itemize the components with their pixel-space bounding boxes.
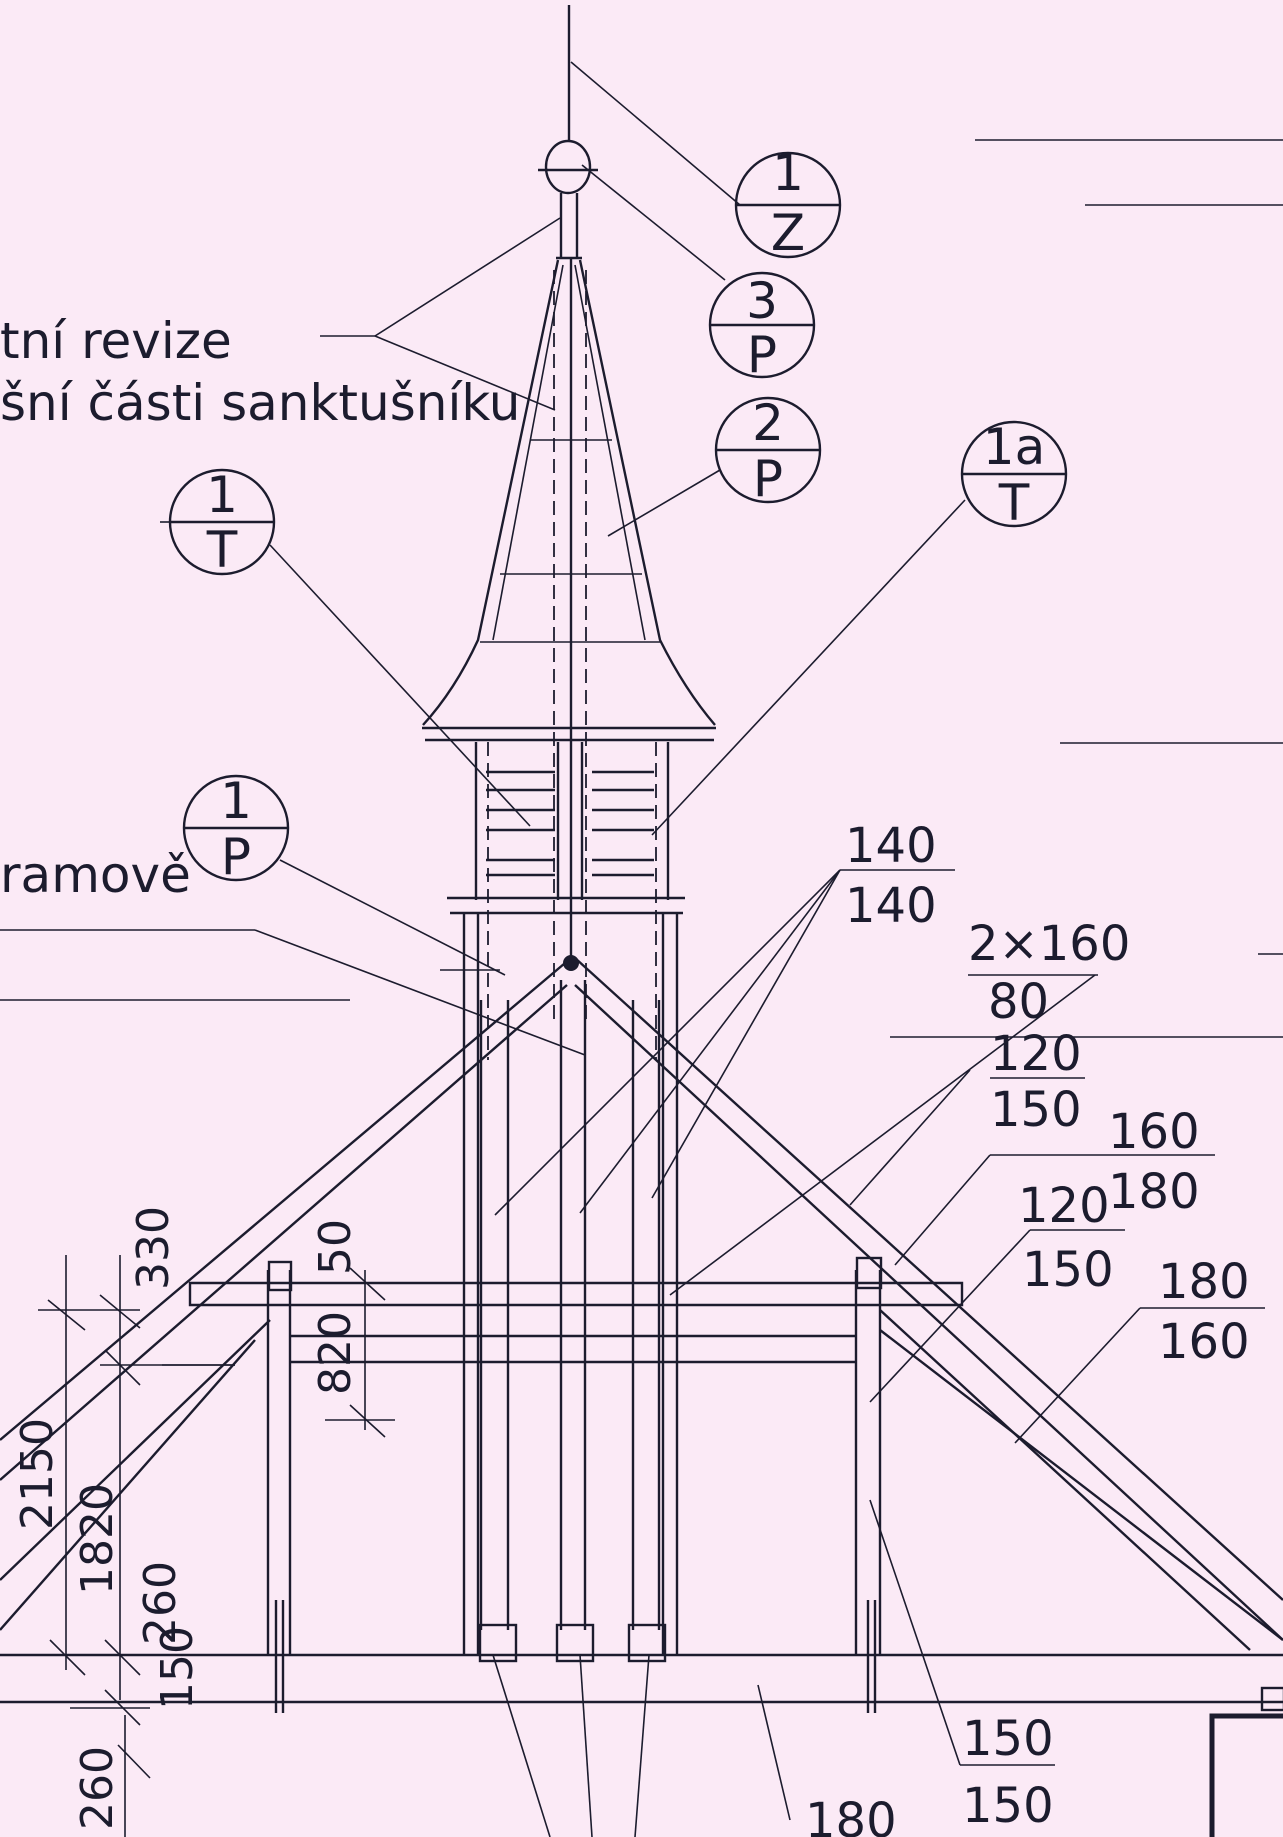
dim-150: 150 <box>152 1626 203 1710</box>
strut-right-2 <box>879 1329 1283 1641</box>
section-180-160: 180 160 <box>1158 1254 1250 1370</box>
post-foot-1 <box>478 1623 518 1663</box>
strut-left-1 <box>0 1319 271 1581</box>
dim-50: 50 <box>310 1219 361 1275</box>
spire-ball <box>544 139 592 195</box>
tag-1a-t: 1a T <box>960 418 1068 532</box>
purlin-right <box>855 1256 883 1290</box>
section-180-top: 180 <box>1158 1254 1250 1310</box>
tag-1-z-top: 1 <box>772 144 804 202</box>
section-150-150: 150 150 <box>962 1711 1054 1834</box>
tag-1-z: 1 Z <box>734 144 842 262</box>
section-180-bottom: 160 <box>1158 1314 1250 1370</box>
tag-3-p-top: 3 <box>746 272 778 330</box>
strut-right-1 <box>879 1309 1251 1651</box>
tag-1-t-bottom: T <box>206 521 238 579</box>
section-140-140: 140 140 <box>845 818 937 934</box>
section-160-bottom: 180 <box>1108 1164 1200 1220</box>
ridge-joint <box>563 955 579 971</box>
purlin-left <box>267 1260 293 1292</box>
section-120b-top: 120 <box>1018 1178 1110 1234</box>
section-120a-top: 120 <box>990 1026 1082 1082</box>
helmet-left-inner <box>492 264 564 641</box>
section-140-bottom: 140 <box>845 878 937 934</box>
wall-cap <box>1260 1686 1283 1712</box>
section-2x160-bottom: 80 <box>988 974 1049 1030</box>
dim-1820: 1820 <box>72 1483 123 1595</box>
section-180-floor: 180 <box>805 1793 897 1837</box>
rafter-right-bottom <box>574 984 1283 1641</box>
note-ramove: ramově <box>0 846 191 904</box>
rafter-left-top <box>0 957 572 1441</box>
post-foot-3 <box>627 1623 667 1663</box>
tag-2-p-bottom: P <box>753 450 783 508</box>
tag-1-p-bottom: P <box>221 828 251 886</box>
section-150-bottom: 150 <box>962 1778 1054 1834</box>
helmet-right-edge <box>578 259 716 726</box>
section-120-150-b: 120 150 <box>1018 1178 1114 1298</box>
tag-3-p: 3 P <box>708 271 816 384</box>
tag-1-z-bottom: Z <box>771 204 805 262</box>
section-120b-bottom: 150 <box>1022 1242 1114 1298</box>
dim-330: 330 <box>128 1206 179 1290</box>
helmet-right-inner <box>574 264 646 641</box>
section-2x160-80: 2×160 80 <box>968 916 1130 1030</box>
section-2x160-top: 2×160 <box>968 916 1130 972</box>
dim-820: 820 <box>310 1311 361 1395</box>
helmet-left-edge <box>422 259 560 726</box>
section-140-top: 140 <box>845 818 937 874</box>
tag-1a-t-bottom: T <box>998 474 1030 532</box>
post-foot-2 <box>555 1623 595 1663</box>
tag-1-t: 1 T <box>160 466 276 579</box>
wall-block <box>1209 1713 1283 1837</box>
section-160-180: 160 180 <box>1108 1104 1200 1220</box>
rafters <box>0 955 1283 1651</box>
tag-1-p: 1 P <box>182 772 290 886</box>
note-revize-line2: šní části sanktušníku <box>0 374 520 432</box>
rafter-left-bottom <box>0 984 568 1481</box>
leader-lines <box>0 61 1283 1837</box>
louvres-right <box>592 770 654 877</box>
note-revize-line1: tní revize <box>0 312 232 370</box>
dimension-lines <box>38 1255 395 1837</box>
collar-beam-top <box>188 1281 964 1307</box>
tag-1-p-top: 1 <box>220 772 252 830</box>
tag-1a-t-top: 1a <box>983 418 1045 476</box>
section-160-top: 160 <box>1108 1104 1200 1160</box>
section-120-150-a: 120 150 <box>990 1026 1085 1138</box>
dim-260-a: 260 <box>135 1561 186 1645</box>
collar-beams <box>0 1256 1283 1837</box>
dim-260-b: 260 <box>72 1746 123 1830</box>
tag-3-p-bottom: P <box>747 326 777 384</box>
strut-left-2 <box>0 1339 256 1631</box>
tag-2-p: 2 P <box>714 394 822 508</box>
tag-2-p-top: 2 <box>752 394 784 452</box>
section-120a-bottom: 150 <box>990 1082 1082 1138</box>
tag-1-t-top: 1 <box>206 466 238 524</box>
section-150-top: 150 <box>962 1711 1054 1767</box>
dim-2150: 2150 <box>12 1418 63 1530</box>
